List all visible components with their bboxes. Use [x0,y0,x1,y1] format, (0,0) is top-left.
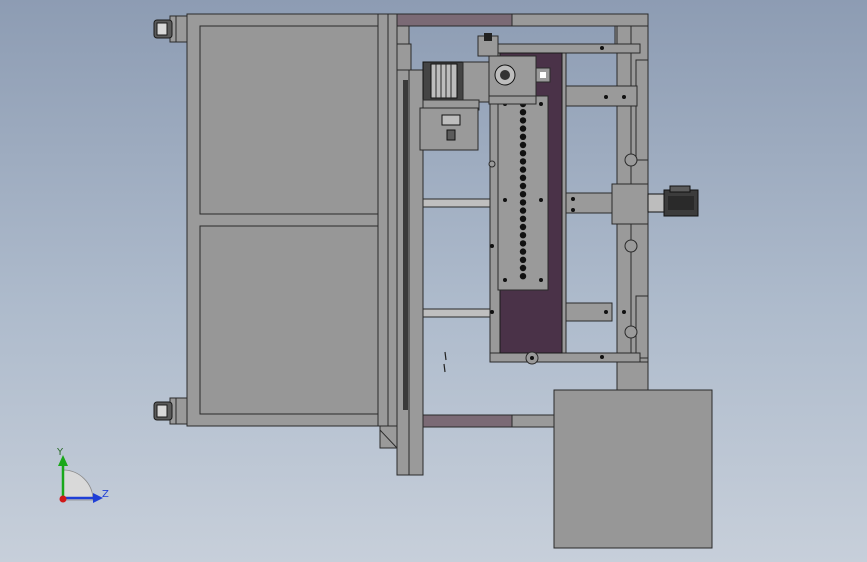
z-axis-label: Z [102,489,109,500]
mounting-bolt [503,278,507,282]
caster-top [153,15,188,43]
motor-mount-box [419,107,479,151]
cabinet-side-rail [377,13,389,427]
nozzle-hole [519,174,527,181]
nozzle-hole [519,191,527,198]
nozzle-hole [519,256,527,263]
right-frame [611,25,649,389]
side-servo-motor [647,185,699,217]
nozzle-hole [519,158,527,165]
mounting-bolt [503,198,507,202]
nozzle-hole [519,207,527,214]
top-frame-rail [396,13,649,49]
lower-panel [199,225,379,415]
nozzle-hole [519,223,527,231]
nozzle-hole [519,125,527,132]
drive-motor-assembly [419,33,551,168]
caster-bottom [153,397,188,425]
vertical-guide-column [379,25,424,476]
nozzle-hole [519,248,527,255]
nozzle-hole [519,133,527,140]
nozzle-hole [519,182,527,190]
nozzle-hole [519,117,527,124]
bottom-frame-rail [422,414,555,428]
nozzle-hole [519,141,527,149]
nozzle-holes [503,100,543,282]
nozzle-hole [519,199,527,206]
y-axis-label: Y [56,447,64,458]
orientation-triad [58,455,103,503]
nozzle-hole [519,232,527,239]
nozzle-hole [519,215,527,222]
electrical-cabinet [553,361,713,549]
upper-panel [199,25,379,215]
mounting-bolt [539,102,543,106]
nozzle-hole [519,264,527,272]
left-cabinet [186,13,398,427]
mounting-bolt [539,278,543,282]
nozzle-hole [519,273,527,280]
mounting-bolt [539,198,543,202]
nozzle-hole [519,109,527,116]
nozzle-hole [519,166,527,173]
nozzle-hole [519,240,527,247]
nozzle-hole [519,150,527,157]
